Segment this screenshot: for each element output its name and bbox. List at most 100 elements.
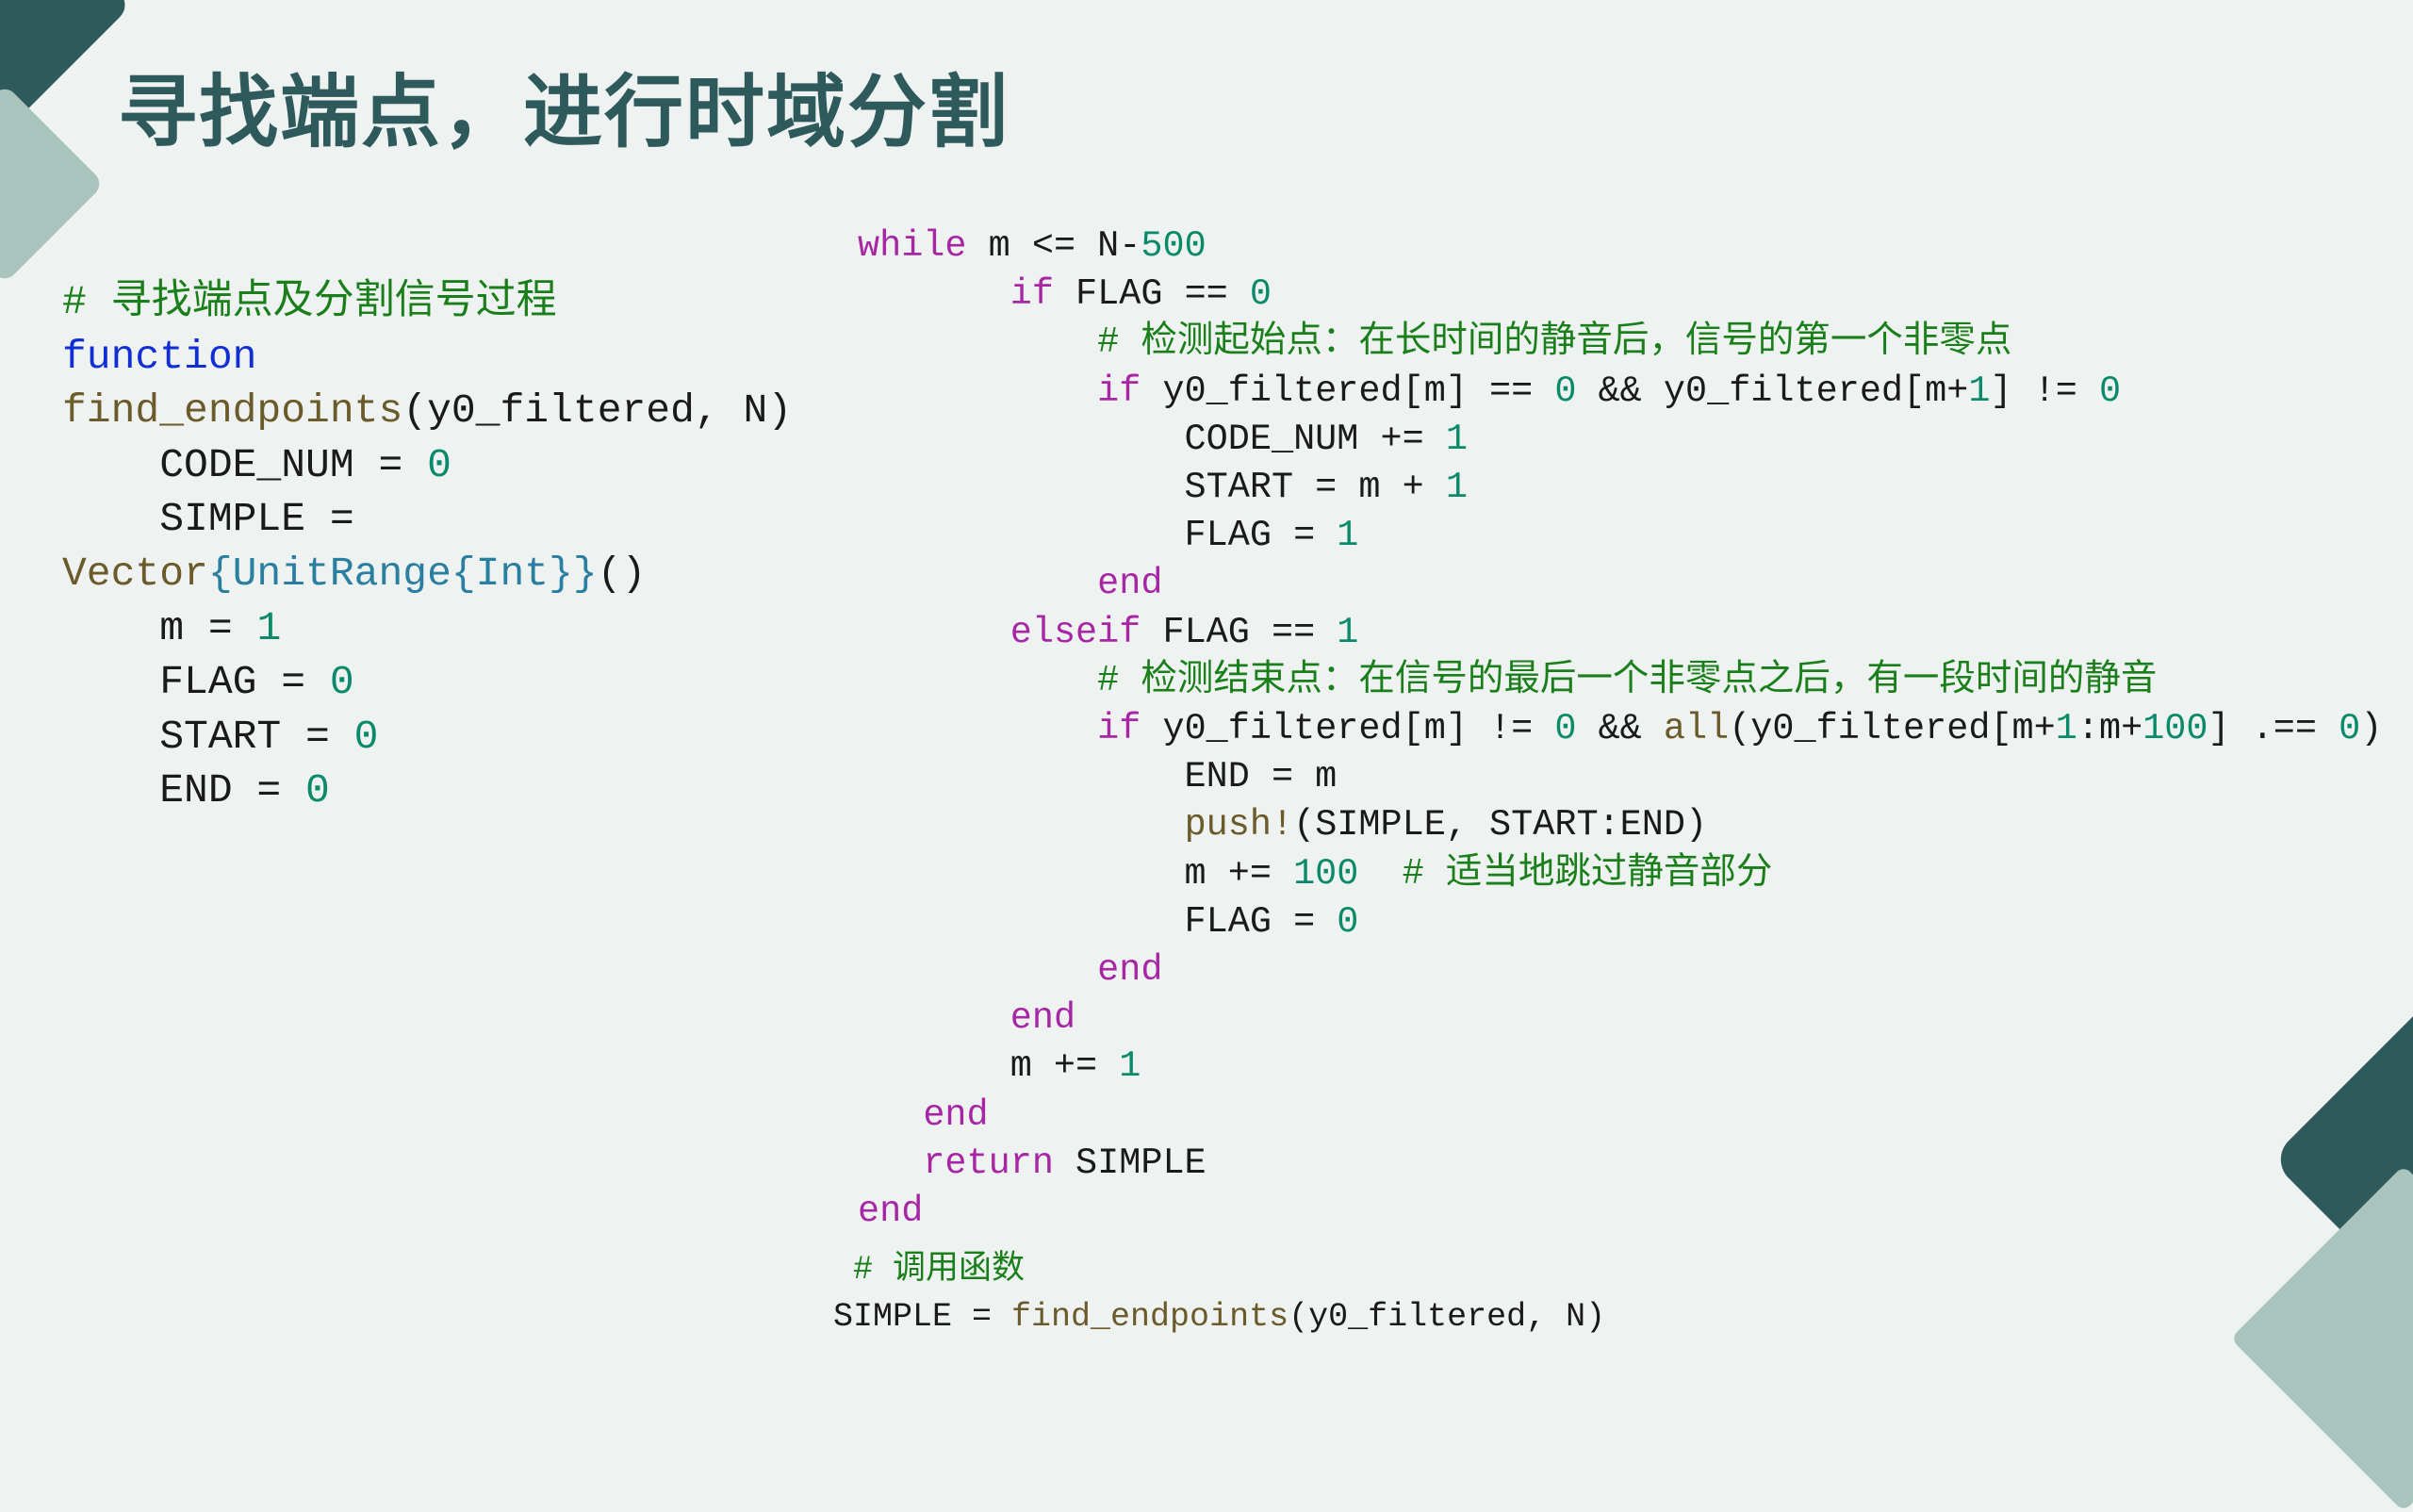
code-token: END = [62, 767, 306, 814]
code-token: # 寻找端点及分割信号过程 [62, 279, 557, 325]
code-token: CODE_NUM += [858, 418, 1446, 460]
code-token: 1 [1119, 1045, 1141, 1088]
code-token: y0_filtered[m] != [1141, 708, 1555, 750]
code-line: if y0_filtered[m] == 0 && y0_filtered[m+… [858, 368, 2382, 416]
code-token: while [858, 225, 967, 267]
code-token [858, 708, 1097, 749]
code-token: # 检测起始点：在长时间的静音后，信号的第一个非零点 [858, 321, 2012, 364]
code-token: 100 [1293, 852, 1359, 895]
code-line: if FLAG == 0 [858, 271, 2382, 319]
code-token: push! [1184, 804, 1294, 846]
code-token [858, 273, 1010, 315]
code-line: SIMPLE = [62, 492, 792, 547]
code-token: FLAG == [1141, 611, 1338, 653]
code-token: FLAG = [62, 659, 330, 706]
code-line: # 调用函数 [833, 1246, 1605, 1293]
code-token: END = m [858, 756, 1338, 798]
code-token: 1 [256, 604, 282, 651]
code-line: m += 1 [858, 1043, 2382, 1091]
code-token [858, 563, 1097, 604]
code-token: FLAG = [858, 900, 1338, 943]
code-line: FLAG = 0 [858, 898, 2382, 946]
code-token: if [1097, 370, 1141, 412]
slide-title: 寻找端点，进行时域分割 [118, 66, 1010, 158]
code-token: m = [62, 604, 257, 651]
code-line: START = 0 [62, 710, 792, 764]
code-token: ] .== [2208, 708, 2339, 750]
code-line: SIMPLE = find_endpoints(y0_filtered, N) [833, 1293, 1605, 1340]
code-line: # 寻找端点及分割信号过程 [62, 275, 792, 330]
code-token: 1 [1337, 611, 1359, 653]
code-token [858, 370, 1097, 412]
code-token: # 适当地跳过静音部分 [1402, 852, 1773, 895]
code-token: Vector [62, 550, 208, 597]
code-token: # 调用函数 [833, 1251, 1026, 1289]
code-block-call: # 调用函数 SIMPLE = find_endpoints(y0_filtere… [833, 1246, 1605, 1340]
code-token: end [1097, 563, 1163, 605]
code-token: function [62, 333, 257, 380]
code-token: START = m + [858, 467, 1446, 509]
code-token: 0 [1337, 900, 1359, 943]
code-line: end [858, 1188, 2382, 1236]
code-token: return [923, 1142, 1054, 1184]
code-token: y0_filtered[m] == [1141, 370, 1555, 412]
code-line: CODE_NUM += 1 [858, 416, 2382, 464]
code-token: CODE_NUM = [62, 441, 428, 488]
code-token: {UnitRange{Int}} [207, 550, 598, 597]
code-line: push!(SIMPLE, START:END) [858, 801, 2382, 849]
code-token: SIMPLE = [833, 1298, 1012, 1336]
code-token: (y0_filtered, N) [402, 387, 793, 435]
code-token: SIMPLE [1053, 1142, 1206, 1184]
code-token: 0 [305, 767, 330, 814]
code-line: END = m [858, 753, 2382, 801]
code-line: START = m + 1 [858, 464, 2382, 512]
code-token: 0 [427, 441, 451, 488]
code-token: 500 [1141, 225, 1206, 267]
code-token: end [1010, 997, 1076, 1040]
code-token: 0 [353, 713, 379, 760]
code-token [858, 1142, 923, 1184]
code-line: m = 1 [62, 601, 792, 656]
code-token: if [1097, 708, 1141, 750]
code-token: && [1576, 708, 1664, 750]
code-token [858, 1094, 923, 1136]
code-token: 0 [2098, 370, 2122, 412]
code-token: ) [2360, 708, 2383, 750]
code-token: 0 [329, 659, 354, 706]
code-token [858, 997, 1010, 1039]
code-line: end [858, 1092, 2382, 1140]
code-token: FLAG == [1053, 273, 1250, 316]
code-token: all [1663, 708, 1730, 750]
code-line: Vector{UnitRange{Int}}() [62, 547, 792, 601]
code-token [858, 949, 1097, 991]
code-token: 0 [1554, 370, 1577, 412]
code-token [858, 612, 1010, 653]
code-line: # 检测结束点：在信号的最后一个非零点之后，有一段时间的静音 [858, 657, 2382, 705]
code-token: :m+ [2076, 708, 2143, 750]
code-line: end [858, 946, 2382, 994]
code-token: end [1097, 949, 1163, 992]
code-line: end [858, 560, 2382, 608]
code-token: START = [62, 713, 354, 760]
code-token: m <= N- [966, 225, 1141, 267]
code-token: FLAG = [858, 515, 1338, 557]
code-token: end [923, 1093, 989, 1136]
code-token: 0 [1554, 708, 1577, 750]
code-token [858, 804, 1185, 846]
code-token: SIMPLE = [62, 496, 354, 543]
code-line: if y0_filtered[m] != 0 && all(y0_filtere… [858, 705, 2382, 753]
code-token: 1 [1445, 418, 1468, 460]
code-token: (SIMPLE, START:END) [1293, 804, 1708, 846]
code-token: (y0_filtered[m+ [1729, 708, 2056, 750]
code-token: ] != [1990, 370, 2099, 412]
code-token: 100 [2142, 708, 2208, 750]
code-token: 1 [2055, 708, 2077, 750]
code-token: end [858, 1191, 924, 1233]
corner-decoration-light [0, 83, 106, 285]
code-token: 0 [1249, 273, 1272, 316]
code-token: 1 [1968, 370, 1991, 412]
code-token: find_endpoints [62, 387, 403, 435]
code-token: 0 [2339, 708, 2361, 750]
code-line: end [858, 994, 2382, 1043]
code-block-function-header: # 寻找端点及分割信号过程 function find_endpoints(y0_f… [62, 275, 792, 818]
